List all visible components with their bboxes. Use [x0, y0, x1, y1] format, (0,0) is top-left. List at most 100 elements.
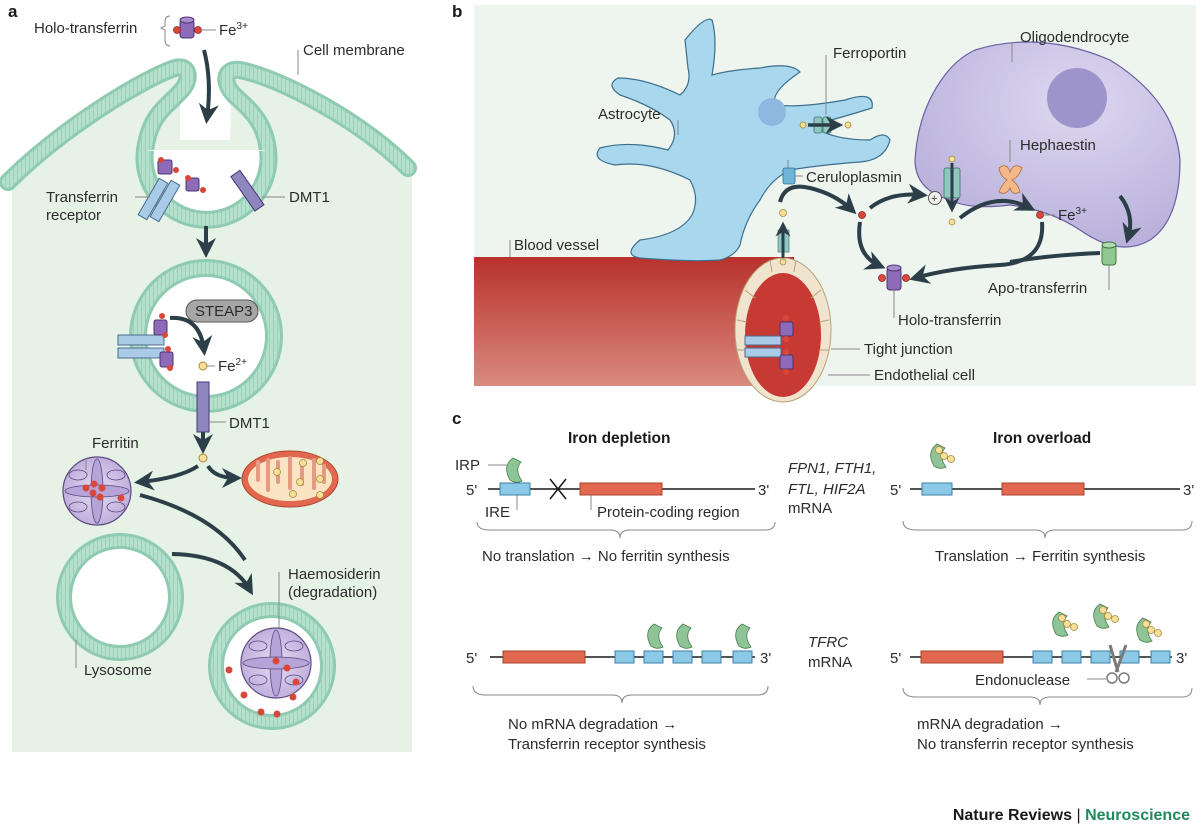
svg-text:5': 5': [466, 650, 477, 667]
svg-text:3': 3': [1176, 650, 1187, 667]
panel-b: b Blood vessel Tigh: [452, 2, 1196, 403]
irp-label: IRP: [455, 457, 480, 474]
svg-text:5': 5': [890, 482, 901, 499]
hephaestin-icon: [998, 165, 1023, 194]
holo-transferrin-label-b: Holo-transferrin: [898, 312, 1001, 329]
panel-c-letter: c: [452, 409, 461, 428]
iron-depletion-header: Iron depletion: [568, 430, 670, 447]
journal-separator: |: [1076, 807, 1081, 824]
ceruloplasmin-label: Ceruloplasmin: [806, 169, 902, 186]
brace: [902, 520, 1193, 539]
lysosome-label: Lysosome: [84, 662, 152, 679]
fe2-label: Fe2+: [218, 357, 247, 375]
svg-text:+: +: [931, 193, 937, 205]
arrow-to-haemosiderin: [171, 552, 253, 596]
transferrin-receptor-endosome: [117, 313, 174, 371]
ire-box: [732, 650, 753, 664]
arrow-to-ferritin: [134, 464, 200, 491]
brace: [902, 687, 1193, 706]
oligodendrocyte-nucleus: [1047, 68, 1107, 128]
holo-transferrin-label: Holo-transferrin: [34, 20, 137, 37]
ire-label: IRE: [485, 504, 510, 521]
ire-box: [1090, 650, 1111, 664]
dmt1-top-label: DMT1: [289, 189, 330, 206]
iron-release-arrow: [169, 315, 213, 356]
astrocyte-nucleus: [758, 98, 786, 126]
irp-iron-bound-icon: [1136, 617, 1162, 643]
transferrin-receptor-endothelial: [744, 315, 794, 375]
steap3-label: STEAP3: [195, 303, 253, 320]
coding-region-box: [920, 650, 1004, 664]
irp-icon: [735, 623, 752, 649]
oligodendrocyte: [914, 41, 1181, 248]
ire-box: [672, 650, 693, 664]
haemosiderin-label-line1: Haemosiderin: [288, 566, 381, 583]
tfrc-gene-label: TFRC: [808, 634, 848, 651]
haemosiderin-label-line2: (degradation): [288, 584, 377, 601]
ire-box: [499, 482, 531, 496]
translation-block-x-icon: [549, 478, 567, 500]
apo-transferrin-label: Apo-transferrin: [988, 280, 1087, 297]
fe3-ion-b1: [858, 211, 866, 219]
ire-box: [1150, 650, 1171, 664]
apo-transferrin-icon: [1101, 241, 1117, 266]
blood-vessel-label: Blood vessel: [514, 237, 599, 254]
ferritin-group-mrna: mRNA: [788, 500, 832, 517]
endocytosis-arrow: [198, 49, 219, 124]
mrna-overload-tfrc: 5' 3': [890, 603, 1193, 753]
cytosolic-iron: [198, 453, 208, 463]
dmt1-bottom-label: DMT1: [229, 415, 270, 432]
brace: [476, 521, 776, 539]
endothelial-transporter: [775, 221, 791, 266]
svg-text:3': 3': [1183, 482, 1194, 499]
transferrin-receptor-label-line2: receptor: [46, 207, 101, 224]
overload-outcome-bottom-line2: No transferrin receptor synthesis: [917, 736, 1134, 753]
journal-name: Nature Reviews: [952, 807, 1072, 824]
svg-text:5': 5': [890, 650, 901, 667]
dmt1-bottom: [196, 381, 210, 433]
tfrc-mrna-label: mRNA: [808, 654, 852, 671]
ire-box: [701, 650, 722, 664]
coding-region-box: [502, 650, 586, 664]
irp-iron-bound-icon: [1093, 603, 1119, 629]
overload-outcome-top: Translation → Ferritin synthesis: [935, 548, 1145, 565]
arrow-to-mitochondrion: [206, 464, 242, 488]
fe3-label-b: Fe3+: [1058, 206, 1087, 224]
panel-a-letter: a: [8, 2, 18, 21]
journal-section: Neuroscience: [1085, 807, 1190, 824]
ferroportin-label: Ferroportin: [833, 45, 906, 62]
transferrin-receptor-label-line1: Transferrin: [46, 189, 118, 206]
fe3-ion-b2: [1036, 211, 1044, 219]
irp-icon: [506, 457, 523, 483]
endonuclease-label: Endonuclease: [975, 672, 1070, 689]
irp-iron-bound-icon: [1052, 611, 1078, 637]
dmt1-top: [230, 169, 265, 212]
scissors-icon: [1106, 644, 1130, 684]
journal-credit: Nature Reviews | Neuroscience: [953, 807, 1190, 825]
mrna-overload-ferritin: 5' 3' Translation → Ferritin synthesis: [890, 443, 1194, 565]
hephaestin-label: Hephaestin: [1020, 137, 1096, 154]
fe2-ion: [198, 361, 208, 371]
irp-iron-bound-icon: [930, 443, 955, 469]
panel-b-letter: b: [452, 2, 462, 21]
ferroportin-icon: [799, 116, 852, 134]
haemosiderin-icon: [225, 627, 312, 718]
panel-c: c Iron depletion Iron overload 5' 3' IRP…: [452, 409, 1194, 753]
coding-region-box: [1001, 482, 1085, 496]
ire-box: [1032, 650, 1053, 664]
fe2-ion-b: [779, 209, 787, 217]
ire-box: [921, 482, 953, 496]
coding-region-box: [579, 482, 663, 496]
irp-icon: [676, 623, 693, 649]
ferritin-label: Ferritin: [92, 435, 139, 452]
svg-text:3': 3': [758, 482, 769, 499]
ire-box: [643, 650, 664, 664]
oligodendrocyte-transporter: [943, 155, 961, 226]
ceruloplasmin-icon: [782, 167, 796, 185]
protein-coding-region-label: Protein-coding region: [597, 504, 740, 521]
ferritin-icon: [62, 456, 132, 526]
astrocyte-label: Astrocyte: [598, 106, 661, 123]
overload-outcome-bottom-line1: mRNA degradation →: [917, 716, 1063, 733]
holo-transferrin-icon-b: [878, 264, 910, 291]
brace: [472, 685, 769, 704]
